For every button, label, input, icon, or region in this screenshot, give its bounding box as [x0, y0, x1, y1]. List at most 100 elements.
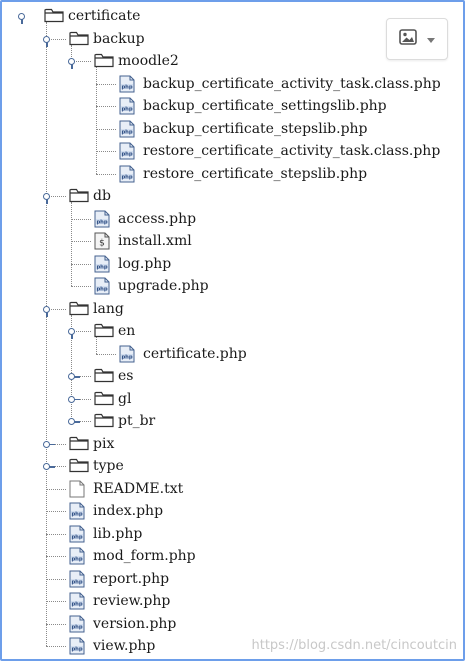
- item-label: moodle2: [118, 53, 179, 69]
- folder-item[interactable]: en: [94, 320, 135, 342]
- collapse-toggle-icon[interactable]: [67, 57, 76, 70]
- item-label: restore_certificate_activity_task.class.…: [143, 143, 441, 159]
- folder-icon: [94, 322, 114, 340]
- tree-connector: [46, 38, 66, 40]
- expand-toggle-icon[interactable]: [67, 395, 80, 404]
- folder-item[interactable]: certificate: [44, 5, 140, 27]
- php-file-icon: php: [119, 165, 137, 183]
- collapse-toggle-icon[interactable]: [42, 305, 51, 317]
- folder-item[interactable]: db: [69, 185, 111, 207]
- item-label: index.php: [93, 503, 164, 519]
- svg-text:php: php: [71, 579, 82, 585]
- svg-text:php: php: [121, 354, 132, 360]
- folder-item[interactable]: es: [94, 365, 133, 387]
- tree-spine: [71, 314, 72, 422]
- item-label: pt_br: [118, 413, 156, 429]
- folder-item[interactable]: backup: [69, 28, 145, 50]
- item-label: restore_certificate_stepslib.php: [143, 165, 368, 182]
- svg-text:php: php: [121, 84, 132, 90]
- tree-connector: [46, 646, 66, 648]
- php-file-icon: php: [69, 637, 87, 655]
- item-label: gl: [118, 390, 132, 407]
- expand-toggle-icon[interactable]: [42, 462, 55, 471]
- file-item[interactable]: php restore_certificate_activity_task.cla…: [119, 140, 440, 162]
- file-item[interactable]: php certificate.php: [119, 343, 247, 365]
- tree-connector: [46, 556, 66, 558]
- tree-connector: [96, 353, 116, 355]
- folder-icon: [69, 187, 89, 205]
- svg-text:php: php: [121, 174, 132, 180]
- folder-item[interactable]: lang: [69, 298, 124, 320]
- php-file-icon: php: [119, 75, 137, 93]
- file-item[interactable]: php upgrade.php: [94, 275, 209, 297]
- tree-connector: [71, 241, 91, 243]
- collapse-toggle-icon[interactable]: [42, 192, 51, 205]
- image-icon: [399, 29, 417, 49]
- tree-connector: [71, 61, 91, 63]
- file-item[interactable]: $install.xml: [94, 230, 192, 252]
- folder-item[interactable]: moodle2: [94, 50, 179, 72]
- php-file-icon: php: [119, 97, 137, 115]
- item-label: certificate: [68, 8, 141, 24]
- svg-text:php: php: [96, 264, 107, 270]
- tree-connector: [46, 623, 66, 625]
- item-label: view.php: [93, 638, 156, 654]
- collapse-toggle-icon[interactable]: [17, 12, 26, 25]
- php-file-icon: php: [69, 525, 87, 543]
- expand-toggle-icon[interactable]: [67, 372, 80, 381]
- folder-icon: [69, 435, 89, 453]
- tree-connector: [96, 83, 116, 85]
- tree-connector: [71, 376, 91, 378]
- php-file-icon: php: [94, 277, 112, 295]
- tree-connector: [71, 218, 91, 220]
- php-file-icon: php: [94, 255, 112, 273]
- image-options-button[interactable]: [386, 18, 448, 60]
- svg-text:php: php: [121, 151, 132, 157]
- item-label: upgrade.php: [118, 278, 209, 294]
- folder-item[interactable]: gl: [94, 388, 131, 410]
- svg-text:php: php: [71, 556, 82, 562]
- collapse-toggle-icon[interactable]: [42, 35, 51, 47]
- item-label: backup_certificate_activity_task.class.p…: [143, 75, 441, 92]
- tree-connector: [96, 151, 116, 153]
- tree-spine: [96, 337, 97, 354]
- item-label: install.xml: [118, 233, 192, 249]
- expand-toggle-icon[interactable]: [67, 417, 80, 426]
- svg-text:php: php: [71, 534, 82, 540]
- tree-spine: [71, 202, 72, 287]
- tree-spine: [46, 22, 47, 647]
- file-item[interactable]: php log.php: [94, 253, 171, 275]
- expand-toggle-icon[interactable]: [42, 440, 55, 449]
- folder-item[interactable]: pt_br: [94, 410, 155, 432]
- caret-down-icon: [427, 31, 435, 47]
- tree-connector: [96, 128, 116, 130]
- tree-connector: [46, 466, 66, 468]
- folder-item[interactable]: type: [69, 455, 124, 477]
- item-label: log.php: [118, 255, 172, 272]
- folder-icon: [69, 457, 89, 475]
- file-item[interactable]: php view.php: [69, 635, 155, 657]
- item-label: backup: [93, 30, 145, 47]
- file-item[interactable]: php backup_certificate_activity_task.clas…: [119, 73, 441, 95]
- file-item[interactable]: README.txt: [69, 478, 183, 500]
- folder-item[interactable]: pix: [69, 433, 114, 455]
- tree-connector: [71, 421, 91, 423]
- php-file-icon: php: [69, 615, 87, 633]
- svg-text:php: php: [71, 601, 82, 607]
- collapse-toggle-icon[interactable]: [67, 327, 76, 340]
- watermark: https://blog.csdn.net/cincoutcin: [251, 638, 458, 653]
- php-file-icon: php: [69, 547, 87, 565]
- file-item[interactable]: php restore_certificate_stepslib.php: [119, 163, 367, 185]
- php-file-icon: php: [119, 345, 137, 363]
- item-label: certificate.php: [143, 345, 247, 362]
